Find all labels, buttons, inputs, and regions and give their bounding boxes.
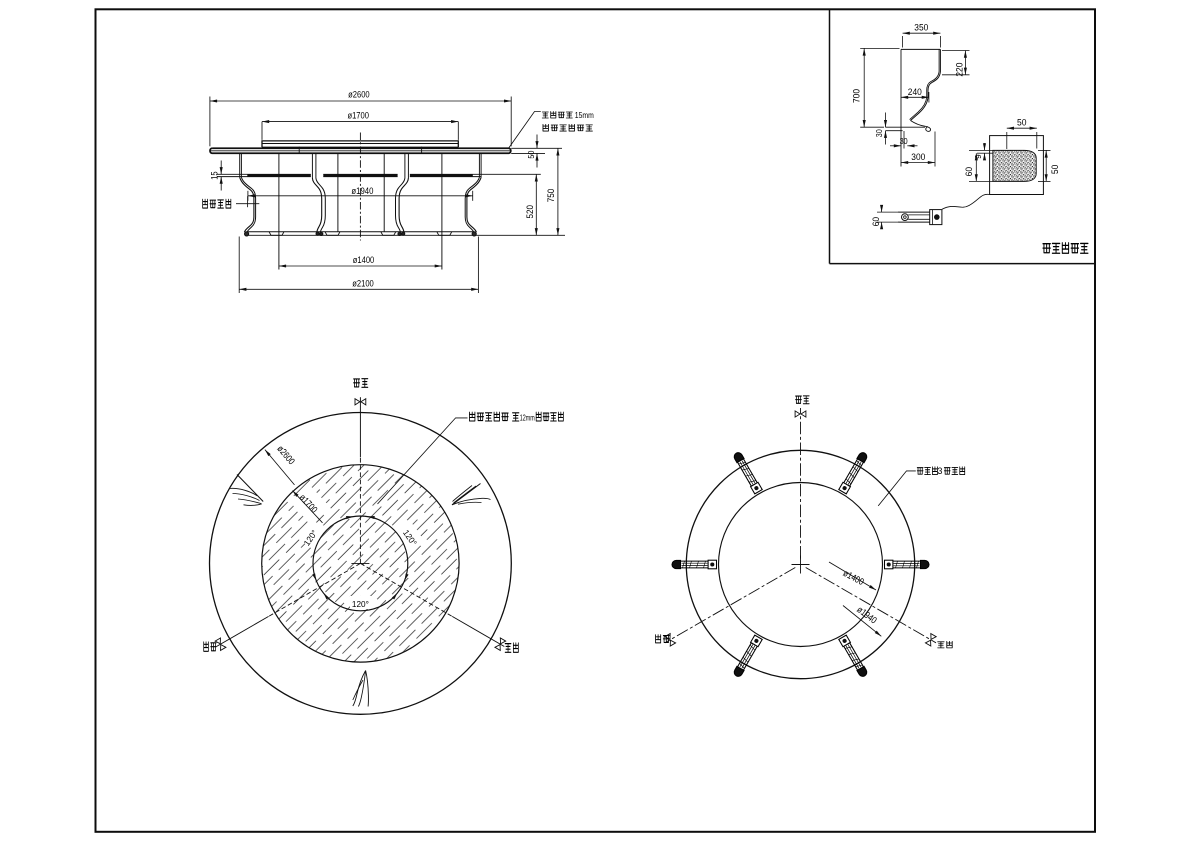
svg-text:60: 60 — [964, 167, 974, 177]
svg-text:350: 350 — [914, 23, 928, 33]
svg-text:3: 3 — [938, 466, 943, 476]
svg-text:30: 30 — [900, 136, 908, 146]
svg-text:50: 50 — [1050, 165, 1060, 175]
svg-text:30: 30 — [874, 129, 884, 137]
svg-text:520: 520 — [525, 205, 535, 219]
svg-text:ø1940: ø1940 — [351, 186, 373, 197]
svg-text:ø2100: ø2100 — [352, 278, 374, 289]
svg-text:ø2600: ø2600 — [348, 90, 370, 101]
svg-text:50: 50 — [526, 150, 536, 158]
svg-text:ø1700: ø1700 — [347, 111, 369, 122]
svg-text:120°: 120° — [352, 599, 369, 609]
svg-text:300: 300 — [911, 152, 925, 162]
svg-text:60: 60 — [871, 217, 881, 227]
svg-text:15mm: 15mm — [575, 110, 594, 120]
svg-text:12mm: 12mm — [520, 412, 535, 422]
svg-text:700: 700 — [852, 89, 862, 103]
svg-text:240: 240 — [908, 87, 922, 97]
svg-text:15: 15 — [210, 171, 220, 180]
svg-text:9: 9 — [974, 154, 983, 159]
svg-text:750: 750 — [546, 189, 556, 203]
svg-text:50: 50 — [1017, 118, 1027, 128]
svg-text:220: 220 — [955, 63, 965, 77]
svg-text:ø1400: ø1400 — [353, 255, 375, 266]
